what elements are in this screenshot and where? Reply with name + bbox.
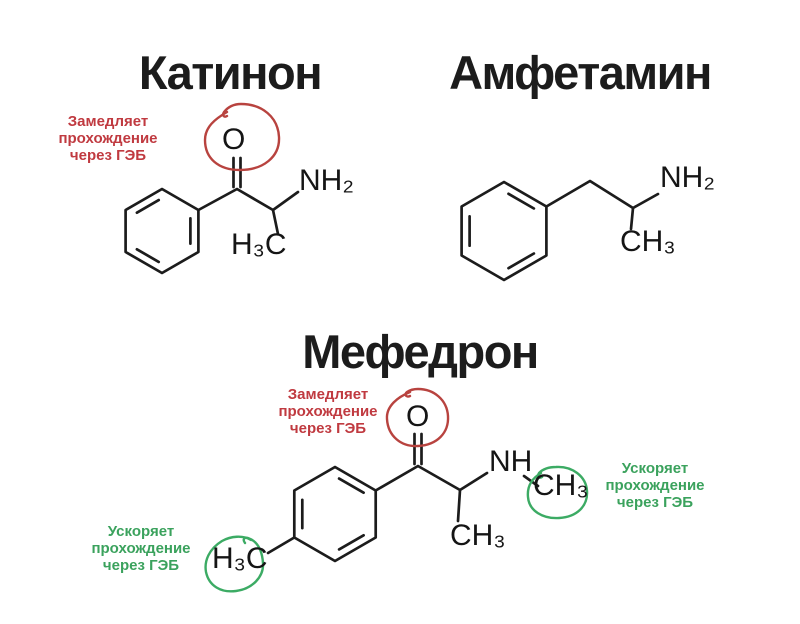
mephedrone-ring-double-bonds <box>300 477 365 551</box>
cathinone-oxygen-label: O <box>222 123 246 156</box>
cathinone-methyl-label: H₃C <box>231 228 287 261</box>
cathinone-slows-bbb-note: Замедляет прохождение через ГЭБ <box>58 113 158 164</box>
cathinone-chain-bonds <box>197 187 300 236</box>
amphetamine-title: Амфетамин <box>449 46 712 99</box>
cathinone-carbonyl-red-circle <box>203 102 281 172</box>
mephedrone-carbonyl-red-circle <box>385 387 450 448</box>
cathinone-skeleton <box>124 156 300 275</box>
cathinone-carbonyl-double-bond <box>232 156 242 189</box>
amphetamine-chain-bonds <box>545 179 660 231</box>
amphetamine-methyl-label: CH₃ <box>620 225 676 258</box>
mephedrone-ringmethyl-green-circle <box>204 535 265 593</box>
cathinone-title: Катинон <box>138 46 323 99</box>
mephedrone-amine-label: NH <box>489 445 533 478</box>
mephedrone-benzene-ring <box>292 465 378 563</box>
mephedrone-carbonyl-double-bond <box>413 432 423 466</box>
amphetamine-benzene-ring <box>460 180 548 282</box>
cathinone-ring-double-bonds <box>135 198 192 264</box>
mephedrone-oxygen-label: O <box>406 400 430 433</box>
mephedrone-alphamethyl-label: CH₃ <box>450 519 506 552</box>
cathinone-amine-label: NH₂ <box>299 164 354 197</box>
amphetamine-skeleton <box>460 179 660 282</box>
amphetamine-amine-label: NH₂ <box>660 161 715 194</box>
mephedrone-title: Мефедрон <box>302 325 539 378</box>
cathinone-benzene-ring <box>124 187 200 275</box>
mephedrone-ringmethyl-label: H₃C <box>212 542 268 575</box>
mephedrone-speeds-bbb-note-left: Ускоряет прохождение через ГЭБ <box>91 523 191 574</box>
amphetamine-ring-double-bonds <box>468 192 536 270</box>
mephedrone-slows-bbb-note: Замедляет прохождение через ГЭБ <box>278 386 378 437</box>
mephedrone-speeds-bbb-note-right: Ускоряет прохождение через ГЭБ <box>605 460 705 511</box>
mephedrone-nmethyl-green-circle <box>526 465 589 520</box>
mephedrone-nmethyl-label: CH₃ <box>533 469 589 502</box>
